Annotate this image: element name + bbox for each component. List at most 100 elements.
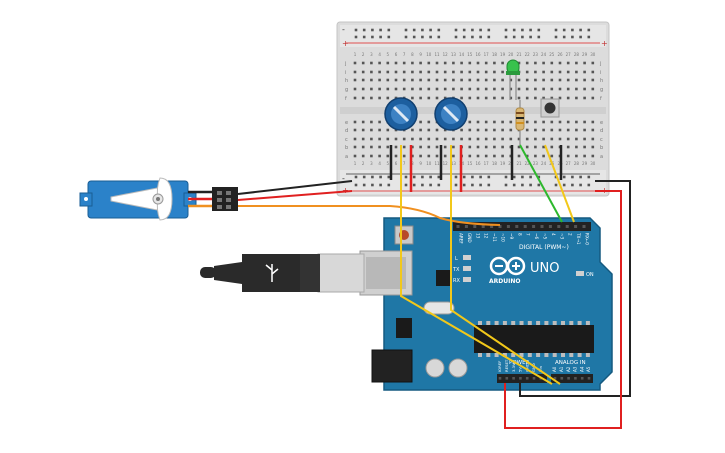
digital-pin-hole [515,225,519,228]
l-led [463,255,471,260]
rail-hole [479,183,482,187]
servo-motor [79,177,238,221]
rx-led [463,277,471,282]
breadboard-hole [558,78,562,82]
rail-hole [537,175,541,179]
l-label: L [455,256,458,262]
breadboard-hole [435,128,439,132]
usb-cable [200,253,365,293]
breadboard-hole [566,120,570,124]
breadboard-hole [435,145,439,149]
column-number: 6 [395,52,398,57]
rail-hole [521,35,524,39]
breadboard-hole [468,145,472,149]
breadboard-hole [509,120,513,124]
digital-pin-label: ~5 [543,233,548,240]
analog-pin-hole [580,377,584,380]
breadboard-hole [361,96,365,100]
breadboard-hole [501,96,504,100]
rail-hole [554,28,558,32]
breadboard-hole [550,154,554,158]
column-number: 12 [443,161,449,166]
column-number: 28 [574,161,580,166]
rail-hole [504,28,508,32]
chip-pin [552,353,557,357]
breadboard-hole [525,145,529,149]
breadboard-hole [370,78,373,82]
breadboard-hole [534,96,537,100]
breadboard-hole [476,87,480,91]
rail-hole [421,35,424,39]
breadboard-hole [542,137,545,141]
column-number: 18 [492,161,498,166]
chip-pin [519,353,524,357]
column-number: 17 [484,161,490,166]
chip-pin [577,321,582,325]
breadboard-hole [566,70,570,74]
breadboard-hole [353,154,357,158]
breadboard-hole [452,145,455,149]
chip-pin [486,321,491,325]
digital-pin-hole [481,225,485,228]
column-number: 16 [475,52,481,57]
chip-pin [585,321,590,325]
breadboard-hole [493,78,496,82]
breadboard-hole [353,120,357,124]
breadboard-hole [411,70,414,74]
rail-hole [562,183,566,187]
breadboard-hole [435,87,439,91]
digital-pin-hole [490,225,494,228]
column-number: 9 [419,161,422,166]
breadboard-hole [443,96,447,100]
column-number: 6 [395,161,398,166]
digital-pin-label: 4 [551,233,556,236]
column-number: 18 [492,52,498,57]
row-letter: h [345,78,348,84]
breadboard-hole [460,87,463,91]
chip-pin [544,353,549,357]
breadboard-hole [517,87,521,91]
breadboard-hole [575,78,578,82]
breadboard-hole [501,61,504,65]
rail-hole [587,35,591,39]
row-letter: b [600,145,603,151]
breadboard-hole [575,145,578,149]
breadboard-hole [402,61,406,65]
breadboard-hole [583,70,586,74]
breadboard-hole [378,154,381,158]
column-number: 17 [484,52,490,57]
rail-hole [412,183,416,187]
breadboard-hole [476,70,480,74]
power-pin-label: 3.3V [511,363,516,372]
breadboard-hole [542,145,545,149]
rail-hole [421,28,424,32]
analog-pin-hole [587,377,591,380]
column-number: 3 [370,52,373,57]
rail-hole [429,175,432,179]
chip-pin [569,321,574,325]
rail-hole [471,35,474,39]
rail-hole [471,183,474,187]
breadboard-hole [361,87,365,91]
breadboard-hole [402,87,406,91]
breadboard-hole [460,78,463,82]
column-number: 4 [378,52,381,57]
rail-hole [379,35,382,39]
breadboard-hole [427,87,431,91]
breadboard-hole [378,78,381,82]
digital-pin-hole [548,225,552,228]
breadboard-hole [550,145,554,149]
digital-pin-hole [574,225,578,228]
chip-pin [519,321,524,325]
rail-hole [537,35,541,39]
digital-pin-label: 12 [484,233,489,239]
digital-pin-hole [532,225,536,228]
rail-hole [571,183,574,187]
rail-hole [554,183,558,187]
rail-hole [562,35,566,39]
column-number: 19 [500,161,506,166]
rail-hole [462,175,466,179]
breadboard-hole [361,78,365,82]
rail-hole [521,175,524,179]
rail-hole [404,183,408,187]
